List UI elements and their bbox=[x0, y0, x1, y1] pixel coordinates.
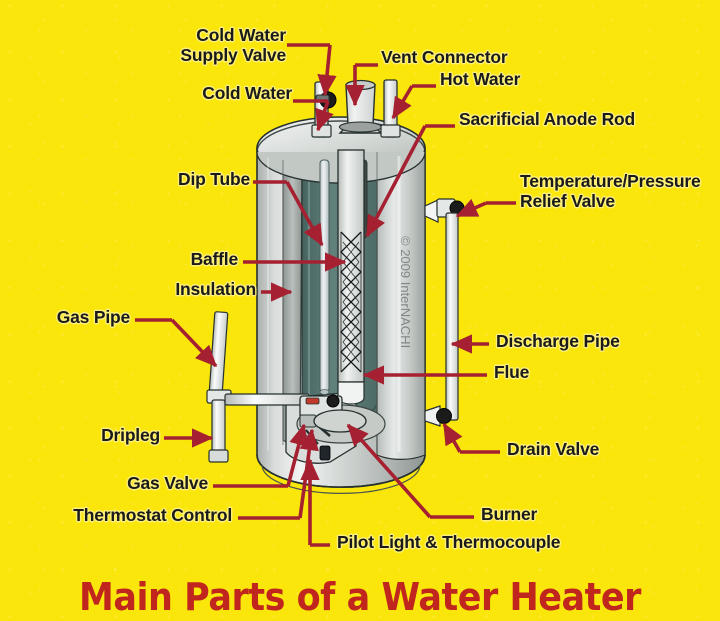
pilot-light-assembly bbox=[319, 445, 331, 461]
cold-water-inlet-nipple bbox=[311, 124, 332, 138]
label-drain-valve: Drain Valve bbox=[507, 439, 600, 459]
gas-pipe-horizontal-run bbox=[224, 393, 310, 406]
thermostat-control-dial bbox=[305, 397, 320, 405]
flue-tube bbox=[337, 149, 365, 383]
tp-relief-valve-body bbox=[424, 199, 439, 223]
label-baffle: Baffle bbox=[190, 249, 239, 269]
arrow-gas-pipe bbox=[170, 318, 218, 368]
page-title: Main Parts of a Water Heater bbox=[79, 575, 641, 619]
burner bbox=[313, 409, 367, 433]
hot-water-outlet-nipple bbox=[380, 124, 401, 138]
arrow-cold-water bbox=[315, 100, 334, 132]
label-sacrificial-anode-rod: Sacrificial Anode Rod bbox=[459, 109, 636, 129]
label-dripleg: Dripleg bbox=[101, 425, 160, 445]
relief-and-drain-assembly bbox=[424, 198, 465, 427]
discharge-pipe bbox=[445, 212, 459, 421]
vent-connector-top bbox=[345, 79, 376, 91]
label-cold-water: Cold Water bbox=[202, 83, 292, 103]
label-flue: Flue bbox=[494, 362, 530, 382]
leader-arrows bbox=[135, 43, 516, 547]
label-cold-water-supply-valve: Cold Water Supply Valve bbox=[180, 25, 286, 65]
label-pilot-light-thermocouple: Pilot Light & Thermocouple bbox=[337, 532, 561, 552]
drain-valve-handle bbox=[436, 408, 452, 424]
dip-tube-outlet bbox=[319, 389, 330, 395]
arrow-dip-tube bbox=[285, 181, 324, 247]
dripleg bbox=[211, 399, 226, 457]
draft-hood-skirt bbox=[338, 121, 383, 133]
label-dip-tube: Dip Tube bbox=[178, 169, 250, 189]
label-temperature-pressure-relief-valve: Temperature/Pressure Relief Valve bbox=[520, 171, 701, 211]
arrow-cold-water-supply-valve bbox=[317, 44, 337, 97]
tank-base-curve bbox=[256, 454, 426, 488]
label-hot-water: Hot Water bbox=[440, 69, 521, 89]
arrow-sacrificial-anode-rod bbox=[365, 125, 427, 238]
label-gas-valve: Gas Valve bbox=[127, 473, 208, 493]
arrow-drain-valve bbox=[442, 422, 463, 453]
dripleg-cap bbox=[208, 449, 229, 463]
arrow-hot-water bbox=[391, 85, 414, 120]
dip-tube bbox=[319, 159, 330, 393]
label-gas-pipe: Gas Pipe bbox=[56, 307, 130, 327]
label-insulation: Insulation bbox=[175, 279, 256, 299]
label-burner: Burner bbox=[481, 504, 538, 524]
label-discharge-pipe: Discharge Pipe bbox=[496, 331, 620, 351]
drain-valve-body bbox=[424, 405, 441, 427]
arrow-tp-relief-valve bbox=[455, 198, 487, 218]
label-thermostat-control: Thermostat Control bbox=[73, 505, 232, 525]
gas-pipe bbox=[208, 311, 229, 395]
arrow-burner bbox=[346, 423, 432, 519]
tank-base-inner-curve bbox=[261, 464, 421, 494]
tank-internals bbox=[319, 149, 368, 405]
gas-valve-knob bbox=[326, 394, 340, 408]
label-vent-connector: Vent Connector bbox=[381, 47, 508, 67]
watermark: © 2009 InterNACHI bbox=[398, 236, 413, 348]
